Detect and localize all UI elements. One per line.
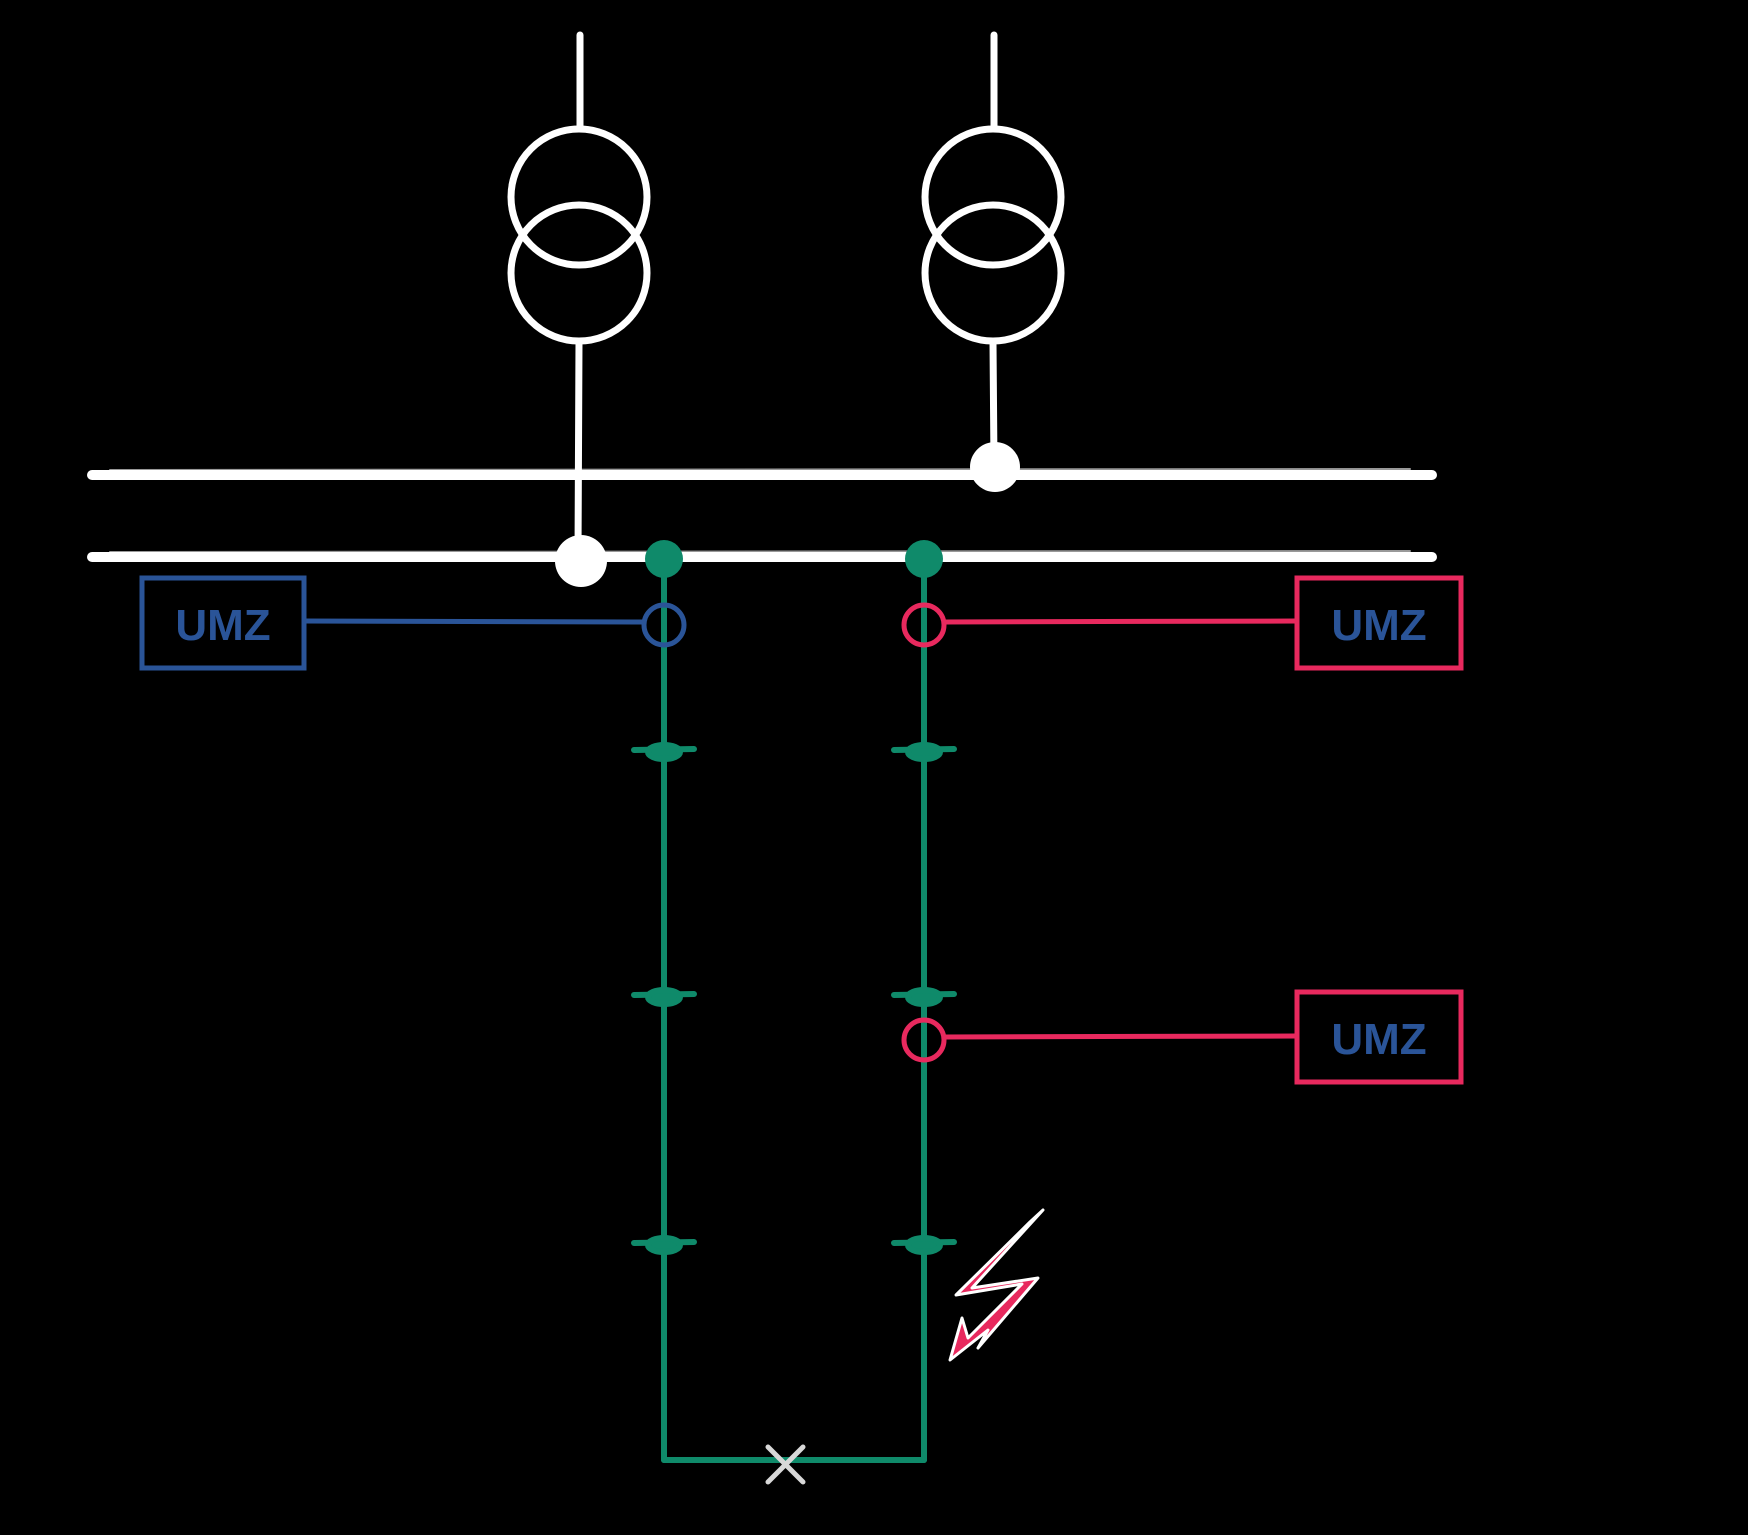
current-transformer-right-top-icon [901,602,947,648]
busbars [87,468,1437,562]
feeder-left-node-2 [631,987,697,1007]
feeder-nodes [631,742,957,1255]
relay-left-top-label: UMZ [175,601,270,650]
relay-right-top-label: UMZ [1331,601,1426,650]
relay-right-middle-label: UMZ [1331,1015,1426,1064]
relay-left-top: UMZ [139,575,307,671]
transformer-1-primary-winding [507,125,651,269]
relay-right-middle-lead [943,1033,1298,1040]
feeder-left-node-1 [631,742,697,762]
transformer-1-output-line [574,338,583,559]
lightning-fault-icon [948,1208,1045,1362]
feeder-left-node-3 [631,1235,697,1255]
relay-right-middle: UMZ [1294,989,1464,1085]
current-transformer-right-middle-icon [901,1017,947,1063]
relay-left-top-box [139,575,307,671]
feeder-right-node-3 [891,1235,957,1255]
feeder-right-node-1 [891,742,957,762]
feeder-left-busbar-node [645,540,683,578]
current-transformer-left-icon [641,602,687,648]
feeders [661,557,927,1463]
transformer-2 [921,31,1065,469]
relay-left-top-lead [303,618,645,625]
transformer-1-secondary-winding [507,201,651,345]
relay-right-middle-box [1294,989,1464,1085]
transformer-2-busbar-node [970,442,1020,492]
busbar-1-edge [109,468,1411,471]
feeder-right-busbar-node [905,540,943,578]
busbar-2-edge [109,550,1411,553]
open-switch-x-icon [765,1444,806,1485]
transformer-1 [507,31,651,559]
feeder-right-node-2 [891,987,957,1007]
transformer-2-secondary-winding [921,201,1065,345]
relay-right-top-lead [943,618,1298,625]
relay-right-top: UMZ [1294,575,1464,671]
relay-right-top-box [1294,575,1464,671]
transformer-2-primary-winding [921,125,1065,269]
transformer-1-busbar-node [555,535,607,587]
